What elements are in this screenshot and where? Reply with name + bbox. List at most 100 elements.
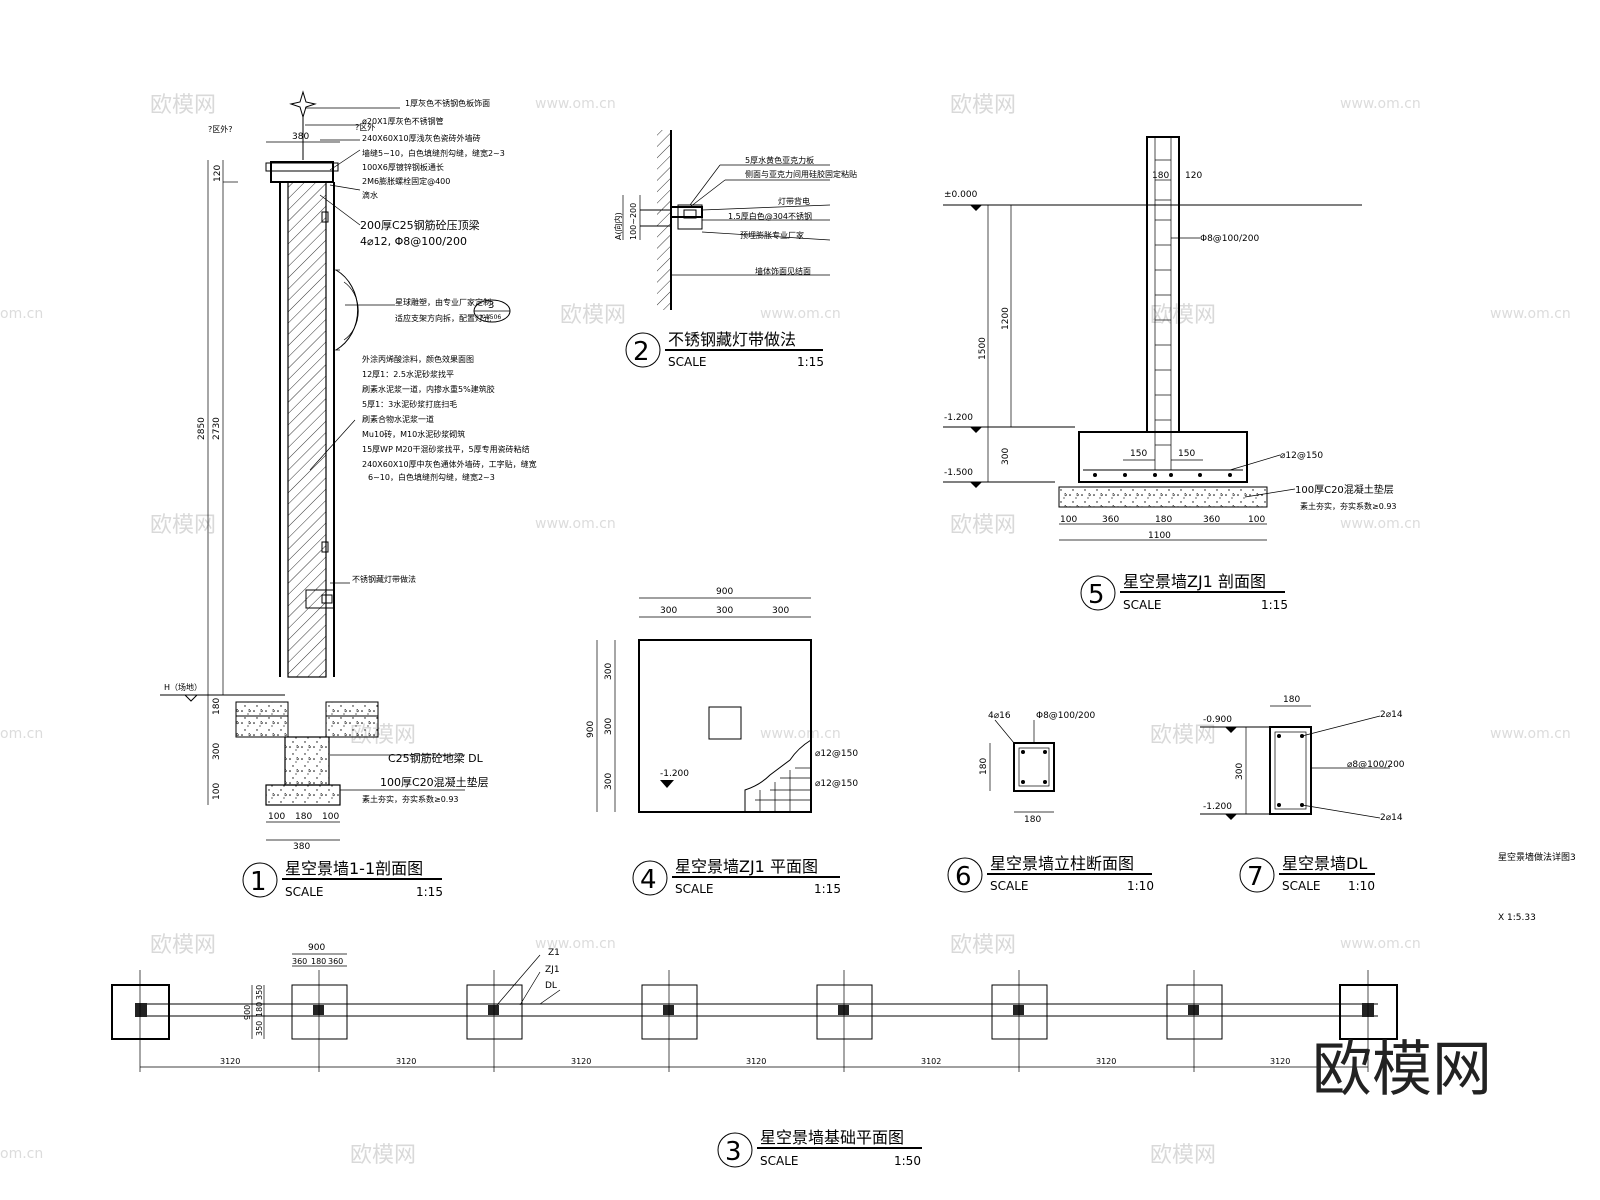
dim-h-top-380: 380 [292,132,309,142]
dim-h-100b: 100 [322,812,339,822]
dim-v-100: 100 [212,783,222,800]
d2-note-0: 5厚水黄色亚克力板 [745,155,814,165]
s1-note-18: 240X60X10厚中灰色通体外墙砖，工字贴，缝宽 [362,459,537,469]
s1-note-22: 100厚C20混凝土垫层 [380,775,489,789]
watermark-url: www.om.cn [535,516,616,532]
watermark-brand: 欧模网 [150,93,216,118]
p4-total: 900 [716,587,733,597]
span-4: 3120 [746,1057,766,1066]
title-7: 7 星空景墙DL SCALE 1:10 [1239,854,1375,893]
s1-note-9: 星球雕塑，由专业厂家定制 [395,297,491,307]
corner-logo: 欧模网 [1312,1035,1492,1105]
s1-note-10: 适应支架方向拆，配置灯光 [395,313,491,323]
level-0: ±0.000 [944,190,978,200]
s1-note-6: 滴水 [362,190,378,200]
watermark-brand: 欧模网 [350,1143,416,1168]
wall-body [287,181,327,678]
s1-note-7: 200厚C25钢筋砼压顶梁 [360,218,480,232]
beam-section [1269,726,1312,815]
level-1200: -1.200 [944,413,973,423]
s1-note-4: 100X6厚镀锌钢板通长 [362,162,444,172]
watermark-layer: 欧模网 欧模网 欧模网 欧模网 欧模网 欧模网 欧模网 欧模网 欧模网 欧模网 … [0,93,1571,1168]
title-2-name: 不锈钢藏灯带做法 [668,330,796,349]
watermark-brand: 欧模网 [950,513,1016,538]
p3-top-a: 360 [292,957,307,966]
pad-label: 100厚C20混凝土垫层 [1295,483,1394,496]
s1-note-13: 刷素水泥浆一道，内掺水重5%建筑胶 [362,384,495,394]
dim-v-180: 180 [212,698,222,715]
dim-v-300: 300 [212,743,222,760]
section-5-zj1: ±0.000 -1.200 -1.500 1500 1200 300 180 1… [943,136,1397,541]
title-6: 6 星空景墙立柱断面图 SCALE 1:10 [947,854,1154,893]
watermark-url: www.om.cn [760,726,841,742]
footing-plan [638,639,812,813]
title-5-scale: 1:15 [1261,598,1288,612]
p4-left-total: 900 [586,721,596,738]
p4-top-c: 300 [772,606,789,616]
title-7-scale: 1:10 [1348,879,1375,893]
p3-top-b: 180 [311,957,326,966]
callout-sheet: X-1506 [480,314,501,321]
p3-left-a: 350 [255,985,264,1000]
span-1: 3120 [220,1057,240,1066]
beam-section-7: -0.900 -1.200 300 180 2⌀14 ⌀8@100/200 2⌀… [1200,695,1405,823]
beam-width: 180 [1283,695,1300,705]
beam-height: 300 [1235,763,1245,780]
dim-b-100b: 100 [1248,515,1265,525]
dim-1200: 1200 [1001,307,1011,330]
ground-slab-left [235,701,289,738]
watermark-brand: 欧模网 [150,933,216,958]
ground-slab-right [325,701,379,738]
title-2-scale: 1:15 [797,355,824,369]
s1-note-15: 刷素合物水泥浆一道 [362,414,434,424]
s1-note-2: 240X60X10厚浅灰色瓷砖外墙砖 [362,133,481,143]
p4-top-b: 300 [716,606,733,616]
planet-sculpture [335,269,359,351]
beam-bottom-level: -1.200 [1203,802,1232,812]
d2-note-2: 灯带背电 [778,196,810,206]
title-3-scale-label: SCALE [760,1154,798,1168]
span-7: 3120 [1270,1057,1290,1066]
watermark-brand: 欧模网 [1150,303,1216,328]
dim-150b: 150 [1178,449,1195,459]
p3-left-b: 180 [255,1002,264,1017]
watermark-url: www.om.cn [1490,726,1571,742]
col-dim-v: 180 [979,758,989,775]
dim-b-360b: 360 [1203,515,1220,525]
p3-total-top: 900 [308,943,325,953]
watermark-url: om.cn [0,306,43,322]
title-4-scale-label: SCALE [675,882,713,896]
tie-label: Φ8@100/200 [1200,234,1259,244]
title-2: 2 不锈钢藏灯带做法 SCALE 1:15 [625,330,824,369]
watermark-brand: 欧模网 [150,513,216,538]
dim-h-180: 180 [295,812,312,822]
watermark-url: om.cn [0,1146,43,1162]
title-5: 5 星空景墙ZJ1 剖面图 SCALE 1:15 [1080,572,1288,612]
col-bars: 4⌀16 [988,711,1011,721]
plan-level: -1.200 [660,769,689,779]
title-5-scale-label: SCALE [1123,598,1161,612]
base-pad [265,784,341,806]
soil-label: 素土夯实，夯实系数≥0.93 [1300,501,1397,511]
span-3: 3120 [571,1057,591,1066]
watermark-brand: 欧模网 [1150,1143,1216,1168]
dim-top-180: 180 [1152,171,1169,181]
p3-left-c: 350 [255,1021,264,1036]
dim-150a: 150 [1130,449,1147,459]
s1-note-21: C25钢筋砼地梁 DL [388,751,484,765]
watermark-url: www.om.cn [535,936,616,952]
watermark-url: www.om.cn [760,306,841,322]
footing [1078,431,1248,483]
title-3-num: 3 [725,1137,742,1167]
col-ties: Φ8@100/200 [1036,711,1095,721]
foundation-plan-3: Z1 ZJ1 DL 900 360 180 360 900 350 180 35… [111,943,1398,1072]
s1-note-5: 2M6膨胀螺栓固定@400 [362,176,450,186]
ground-beam [284,736,330,786]
d2-note-4: 预埋膨胀专业厂家 [740,230,804,240]
p3-top-c: 360 [328,957,343,966]
title-4-num: 4 [640,865,657,895]
watermark-url: www.om.cn [1340,936,1421,952]
title-1-name: 星空景墙1-1剖面图 [285,859,423,878]
column-section-6: 4⌀16 Φ8@100/200 180 180 [979,711,1095,825]
